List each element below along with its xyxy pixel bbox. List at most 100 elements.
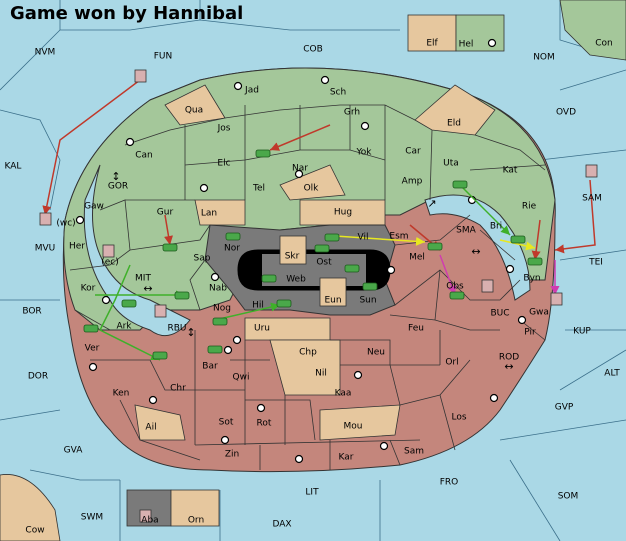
island-con (559, 0, 626, 61)
green-label: Byn (523, 274, 540, 284)
supply-centers (75, 38, 527, 464)
green-label: Nar (292, 164, 308, 174)
green-label: Gur (157, 208, 174, 218)
svg-text:↕: ↕ (111, 170, 120, 183)
sea-label: LIT (305, 488, 319, 498)
sea-label: KUP (573, 327, 591, 337)
green-label: Sch (330, 88, 346, 98)
svg-text:↔: ↔ (471, 245, 480, 258)
neutral-label: Elf (426, 39, 438, 49)
red-label: Rot (257, 419, 272, 429)
red-label: Mel (409, 253, 425, 263)
skr-province (279, 235, 307, 265)
svg-text:↔: ↔ (504, 360, 513, 373)
green-label: Hug (334, 208, 352, 218)
sea-label: NOM (533, 53, 555, 63)
sea-label: NVM (35, 48, 56, 58)
sea-label: COB (303, 45, 323, 55)
sea-label: KAL (5, 162, 22, 172)
green-label: Jad (244, 86, 259, 96)
red-label: Sot (219, 418, 234, 428)
sea-label: DOR (28, 372, 48, 382)
red-label: Bar (202, 362, 218, 372)
sea-label: GVP (555, 403, 574, 413)
green-label: Lan (201, 209, 217, 219)
center-label: Eun (324, 296, 341, 306)
red-label: Obs (446, 282, 464, 292)
sea-label: MIT (135, 274, 151, 284)
red-label: Uru (254, 324, 270, 334)
green-label: Yok (355, 148, 372, 158)
sea-label: FRO (440, 478, 459, 488)
green-label: Kor (81, 284, 96, 294)
red-label: Kar (339, 453, 354, 463)
green-label: Can (135, 151, 153, 161)
red-label: Feu (408, 324, 424, 334)
center-label: Ost (316, 258, 332, 268)
green-label: Uta (443, 159, 459, 169)
red-label: Nog (213, 304, 231, 314)
green-label: Grh (344, 108, 360, 118)
green-label: Olk (304, 184, 320, 194)
sea-label: OVD (556, 108, 576, 118)
sea-label: SOM (558, 492, 579, 502)
red-label: Qwi (233, 373, 250, 383)
green-label: Amp (402, 177, 423, 187)
center-label: Skr (285, 252, 300, 262)
sea-label: GOR (108, 182, 128, 192)
center-label: Aba (141, 516, 158, 526)
red-label: Sam (404, 447, 424, 457)
green-label: Elc (217, 159, 230, 169)
red-label: Ark (116, 322, 132, 332)
red-label: Mou (344, 422, 363, 432)
green-label: Esm (389, 232, 408, 242)
red-label: Kaa (335, 389, 352, 399)
sea-label: SWM (81, 513, 103, 523)
green-label: Car (405, 147, 421, 157)
center-label: Web (286, 275, 306, 285)
inner-sea-east (424, 194, 531, 301)
red-label: Ail (145, 423, 156, 433)
center-label: Sun (359, 296, 376, 306)
green-label: Her (69, 242, 85, 252)
inner-sea (83, 164, 191, 337)
sea-label: Con (595, 39, 613, 49)
army-units (83, 149, 543, 360)
sea-label: MVU (35, 244, 56, 254)
green-label: Gaw (84, 202, 104, 212)
sea-label: BOR (22, 307, 41, 317)
fleet-units (39, 69, 598, 523)
sea-label: SAM (582, 194, 602, 204)
red-label: Ken (113, 389, 130, 399)
sea-label: BUC (490, 309, 509, 319)
green-label: Nab (209, 284, 227, 294)
sea-label: FUN (154, 52, 173, 62)
green-label: Rie (522, 202, 537, 212)
green-label: Vil (358, 233, 369, 243)
coastal-label: (ec) (101, 258, 119, 268)
sea-label: DAX (272, 520, 291, 530)
sea-label: RBU (167, 324, 186, 334)
red-label: Gwa (529, 308, 549, 318)
sea-label: ROD (499, 353, 519, 363)
neutral-provinces (134, 84, 496, 441)
green-label: Kat (503, 166, 518, 176)
green-label: Bri (490, 222, 502, 232)
svg-text:↔: ↔ (143, 282, 152, 295)
eun-province (319, 277, 347, 307)
green-label: Sap (194, 254, 211, 264)
red-label: Chr (170, 384, 186, 394)
sea-label: GVA (64, 446, 84, 456)
red-label: Pir (524, 328, 536, 338)
order-arrows (42, 79, 596, 361)
island-cow (0, 474, 61, 541)
sea-label: SMA (456, 226, 476, 236)
red-label: Orl (445, 358, 458, 368)
game-title: Game won by Hannibal (10, 3, 244, 24)
neutral-label: Orn (188, 516, 204, 526)
red-label: Hil (252, 301, 264, 311)
green-label: Tel (252, 184, 265, 194)
